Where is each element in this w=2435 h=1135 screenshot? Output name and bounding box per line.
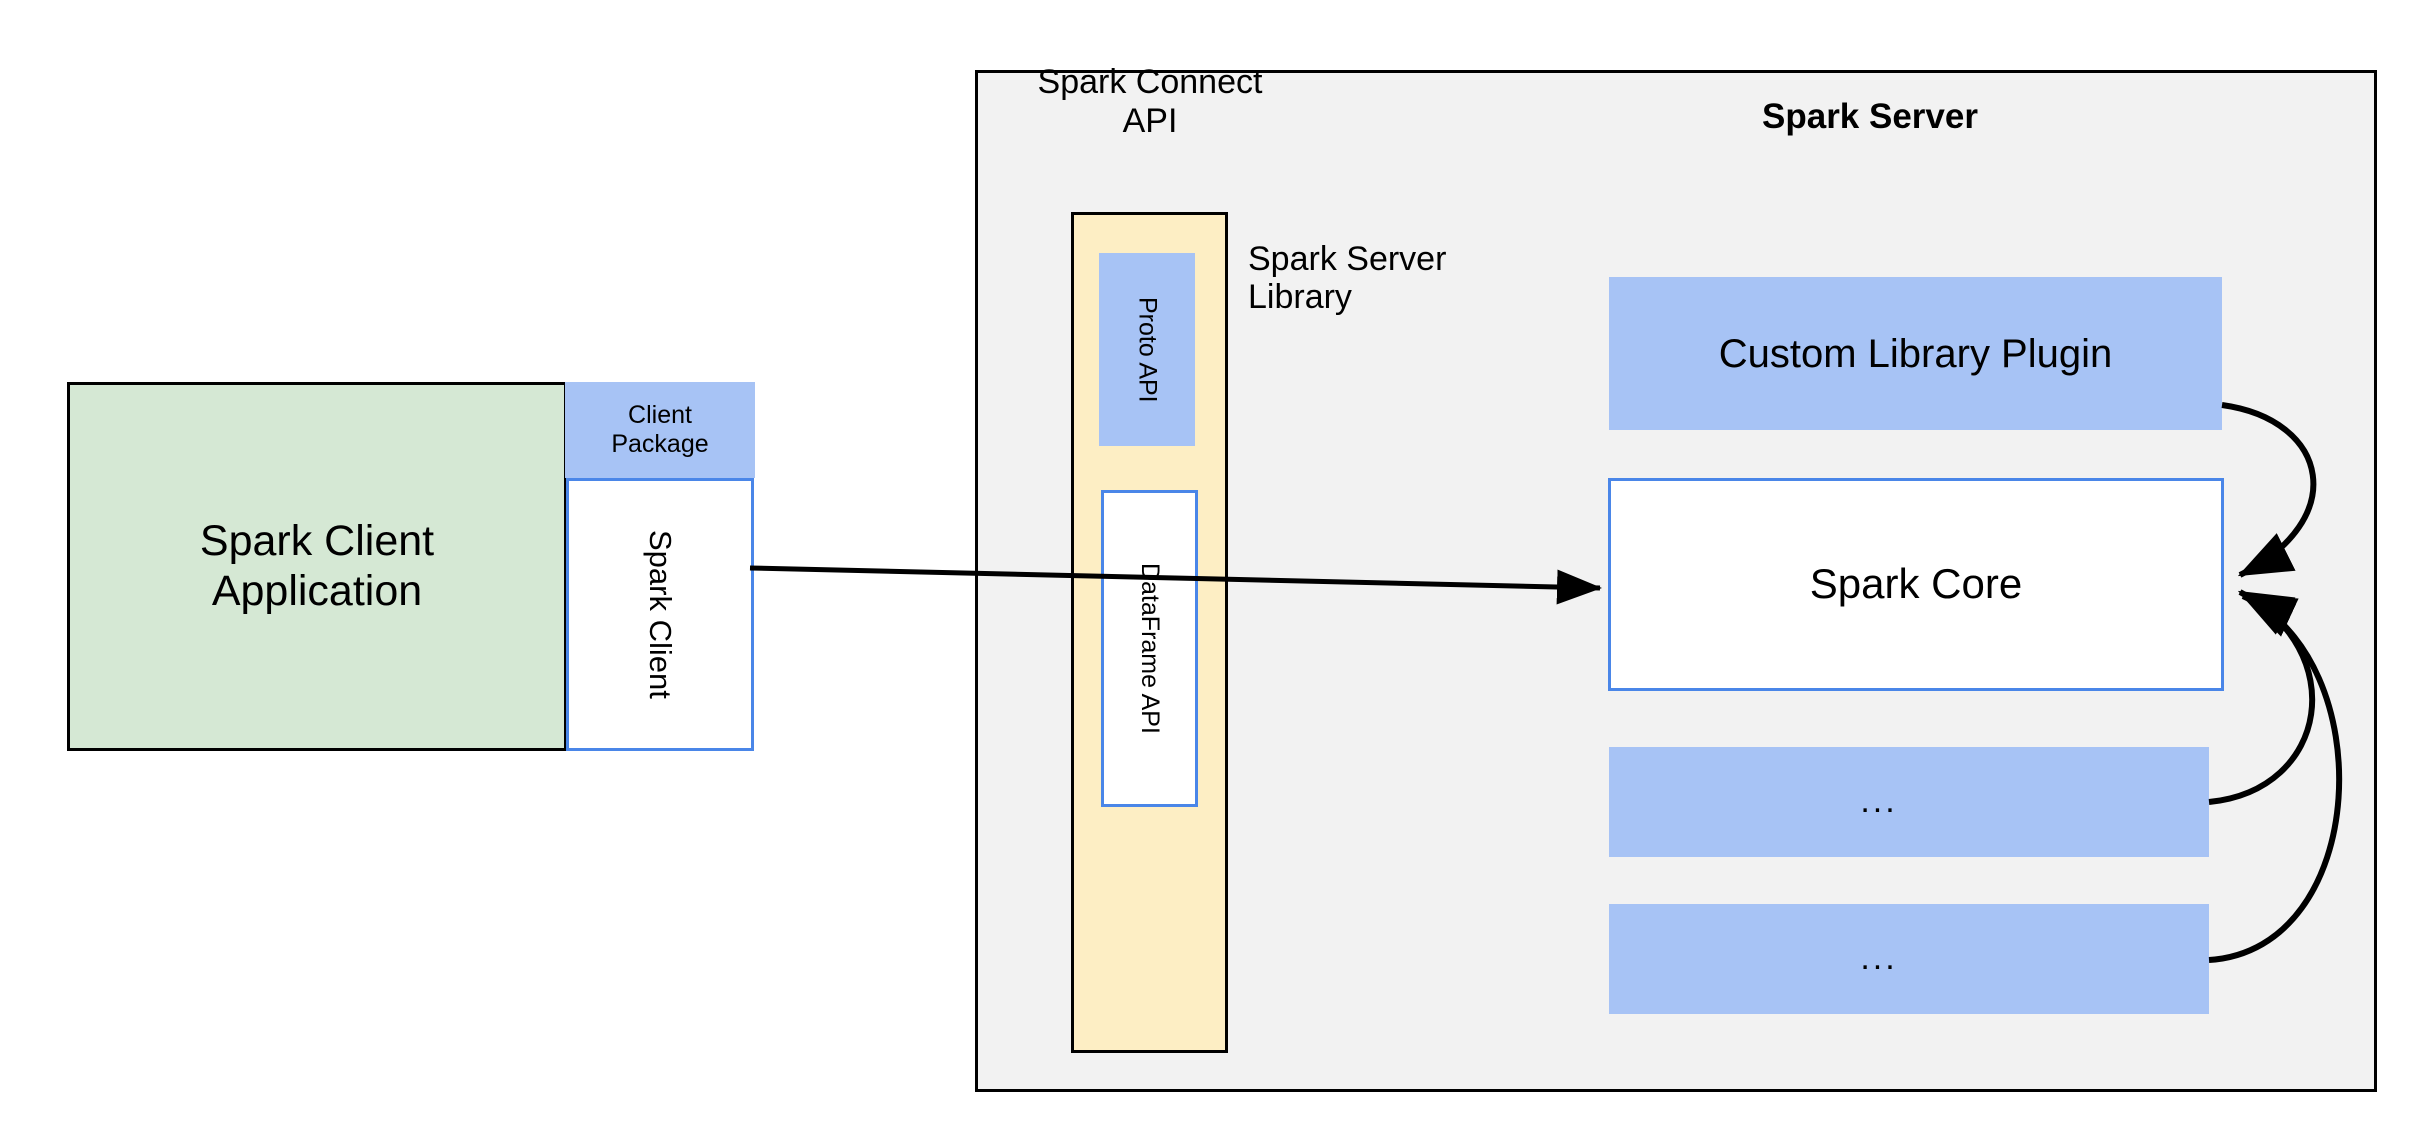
- custom-library-plugin-box: Custom Library Plugin: [1609, 277, 2222, 430]
- ellipsis-label: ...: [1860, 939, 1898, 978]
- ellipsis-box-1: ...: [1609, 747, 2209, 857]
- spark-server-title: Spark Server: [1762, 96, 1978, 136]
- spark-connect-api-label: Spark Connect API: [1037, 62, 1263, 140]
- spark-server-library-label: Spark Server Library: [1248, 240, 1447, 317]
- spark-client-label: Spark Client: [642, 530, 678, 699]
- spark-client-application-box: Spark Client Application: [67, 382, 567, 751]
- spark-core-label: Spark Core: [1809, 560, 2023, 608]
- proto-api-label: Proto API: [1133, 296, 1162, 403]
- spark-client-box: Spark Client: [566, 478, 754, 751]
- client-package-box: Client Package: [565, 382, 755, 478]
- spark-client-application-label: Spark Client Application: [199, 517, 435, 615]
- ellipsis-box-2: ...: [1609, 904, 2209, 1014]
- proto-api-box: Proto API: [1099, 253, 1195, 446]
- dataframe-api-label: DataFrame API: [1135, 563, 1164, 734]
- dataframe-api-box: DataFrame API: [1101, 490, 1198, 807]
- client-package-label: Client Package: [611, 401, 709, 458]
- ellipsis-label: ...: [1860, 782, 1898, 821]
- custom-library-plugin-label: Custom Library Plugin: [1718, 331, 2113, 376]
- spark-core-box: Spark Core: [1608, 478, 2224, 691]
